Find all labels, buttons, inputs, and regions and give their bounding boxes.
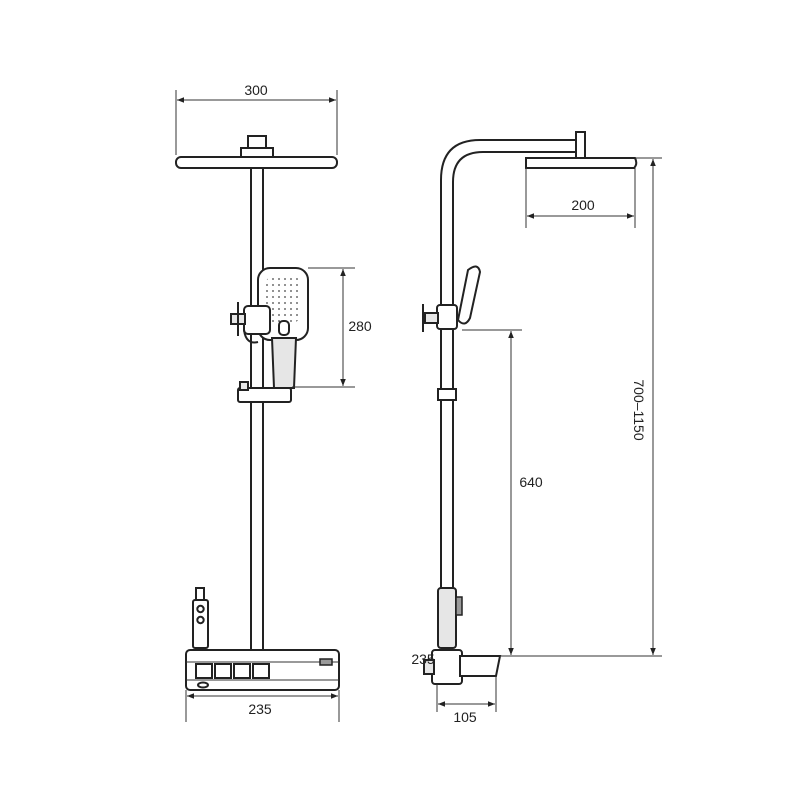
front-slider-arm <box>243 329 259 344</box>
front-shelf-button-1 <box>195 663 213 679</box>
front-hand-shower-nozzles <box>266 277 300 322</box>
side-lower-valve-tab <box>455 596 463 616</box>
front-shelf-button-4 <box>252 663 270 679</box>
front-hand-shower-button <box>278 320 290 336</box>
dim-hand-label: 280 <box>348 318 372 334</box>
front-slider-body <box>243 305 271 335</box>
side-rain-head <box>525 157 638 169</box>
dim-base-label: 235 <box>248 701 272 717</box>
side-riser-inner <box>452 151 578 645</box>
dim-front-head-width: 300 <box>175 82 338 155</box>
side-lower-valve <box>437 587 457 649</box>
side-lower-clamp <box>437 388 457 401</box>
front-rain-head <box>175 156 338 169</box>
front-shelf-button-3 <box>233 663 251 679</box>
dim-side-small-label: 235 <box>411 651 435 667</box>
dim-handshower-height: 280 <box>292 267 372 388</box>
side-slider-knob <box>424 312 439 324</box>
side-slider-body <box>436 304 458 330</box>
dim-side-head-width: 200 <box>525 168 636 228</box>
dim-slide-height: 640 <box>462 329 543 655</box>
side-view: 200 700–1150 640 235 105 <box>411 131 662 725</box>
dim-front-base-width: 235 <box>185 690 340 722</box>
front-side-sprayer <box>192 587 209 649</box>
side-base-body <box>431 649 463 685</box>
dim-slide-label: 640 <box>519 474 543 490</box>
dim-side-head-label: 200 <box>571 197 595 213</box>
front-slider-holder <box>230 302 271 344</box>
front-shelf-button-2 <box>214 663 232 679</box>
front-lower-holder-clip <box>239 381 249 391</box>
front-hand-shower-handle <box>270 337 298 389</box>
front-lower-holder <box>237 387 292 403</box>
dim-total-height: 700–1150 <box>500 157 662 657</box>
side-shelf <box>459 655 502 677</box>
dim-depth-label: 105 <box>453 709 477 725</box>
dim-total-label: 700–1150 <box>631 379 647 440</box>
front-sprayer-button-2 <box>196 615 205 625</box>
front-shelf-indicator <box>319 658 333 666</box>
front-valve-shelf <box>185 649 340 691</box>
front-sprayer-button-1 <box>196 604 205 614</box>
dim-side-base-depth: 105 <box>436 676 497 725</box>
side-head-connector <box>575 131 586 159</box>
front-view: 300 280 235 <box>175 82 372 722</box>
side-riser-outer <box>440 139 578 645</box>
front-shelf-outlet <box>197 681 209 689</box>
side-base-knob <box>423 659 435 675</box>
side-hand-shower <box>456 265 482 325</box>
dim-front-head-label: 300 <box>244 82 268 98</box>
